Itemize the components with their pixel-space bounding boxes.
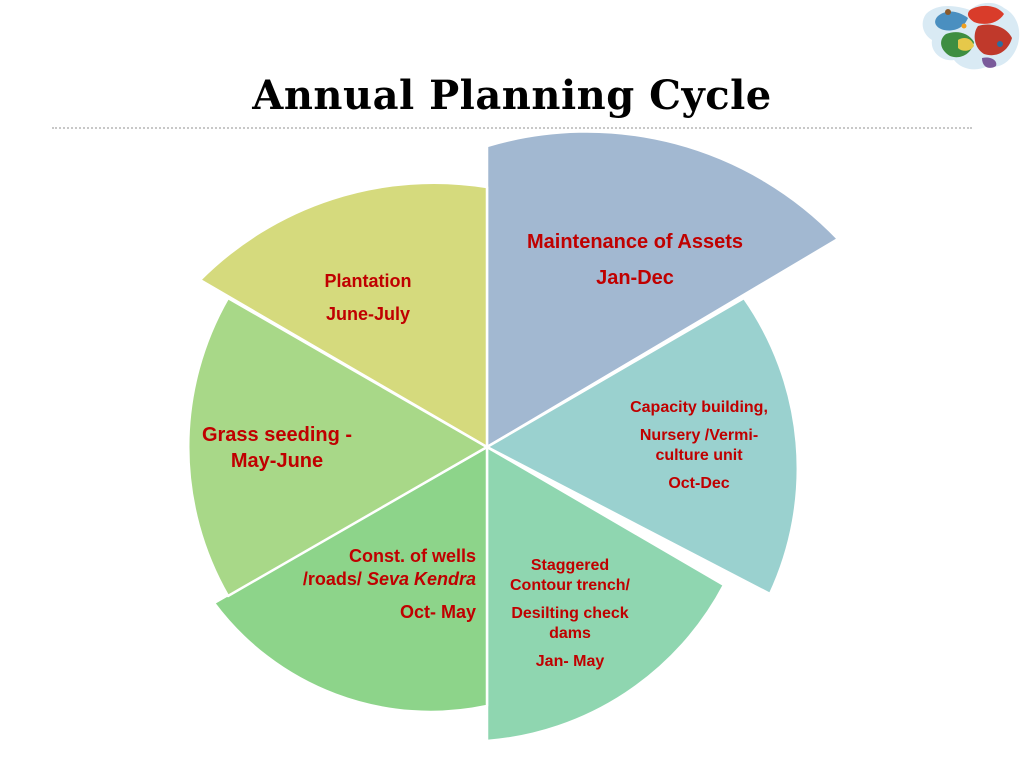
label-capacity: Capacity building, Nursery /Vermi-cultur… (604, 398, 794, 494)
plantation-period: June-July (325, 304, 411, 324)
segment-plantation (198, 181, 489, 449)
capacity-period: Oct-Dec (668, 475, 730, 492)
capacity-line2: Nursery /Vermi-culture unit (639, 427, 759, 464)
segment-grass (186, 296, 489, 598)
segment-maintenance (485, 130, 840, 449)
grass-activity: Grass seeding - May-June (201, 424, 353, 472)
staggered-period: Jan- May (535, 653, 605, 670)
logo-map-icon (922, 2, 1020, 70)
staggered-line1: Staggered Contour trench/ (510, 557, 630, 594)
plantation-activity: Plantation (324, 271, 412, 291)
label-const: Const. of wells /roads/ Seva Kendra Oct-… (300, 545, 476, 624)
label-grass: Grass seeding - May-June (182, 422, 372, 474)
capacity-line1: Capacity building, (630, 399, 768, 416)
segment-const (212, 445, 489, 714)
staggered-line2: Desilting check dams (511, 605, 629, 642)
const-line1b: Seva Kendra (366, 569, 476, 589)
const-line1a: Const. of wells /roads/ (302, 546, 476, 589)
label-staggered: Staggered Contour trench/ Desilting chec… (488, 556, 652, 672)
segment-staggered (485, 445, 726, 743)
title-divider (52, 127, 972, 129)
label-plantation: Plantation June-July (290, 270, 446, 325)
label-maintenance: Maintenance of Assets Jan-Dec (525, 229, 745, 291)
segment-capacity (485, 296, 800, 596)
maintenance-period: Jan-Dec (596, 267, 674, 289)
const-period: Oct- May (399, 602, 476, 622)
maintenance-activity: Maintenance of Assets (527, 231, 743, 253)
page-title: Annual Planning Cycle (252, 72, 772, 119)
const-activity: Const. of wells /roads/ Seva Kendra (300, 545, 476, 591)
